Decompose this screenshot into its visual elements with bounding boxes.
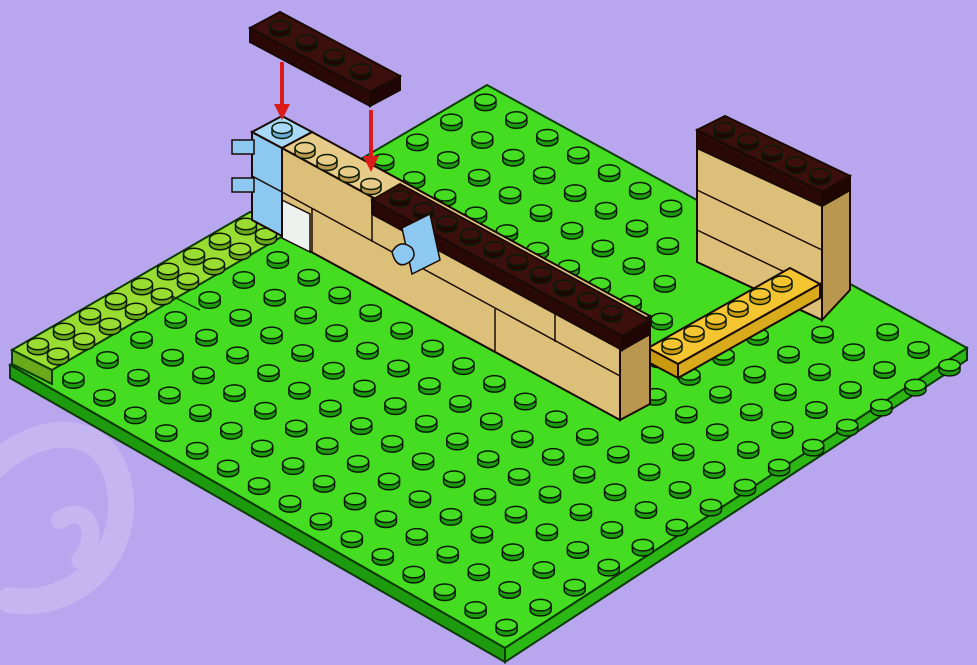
swirl-watermark-icon <box>0 435 121 602</box>
arrow-down-icon <box>274 62 290 120</box>
floating-dark-plate <box>250 12 400 106</box>
clip-brick-studs <box>272 123 292 139</box>
